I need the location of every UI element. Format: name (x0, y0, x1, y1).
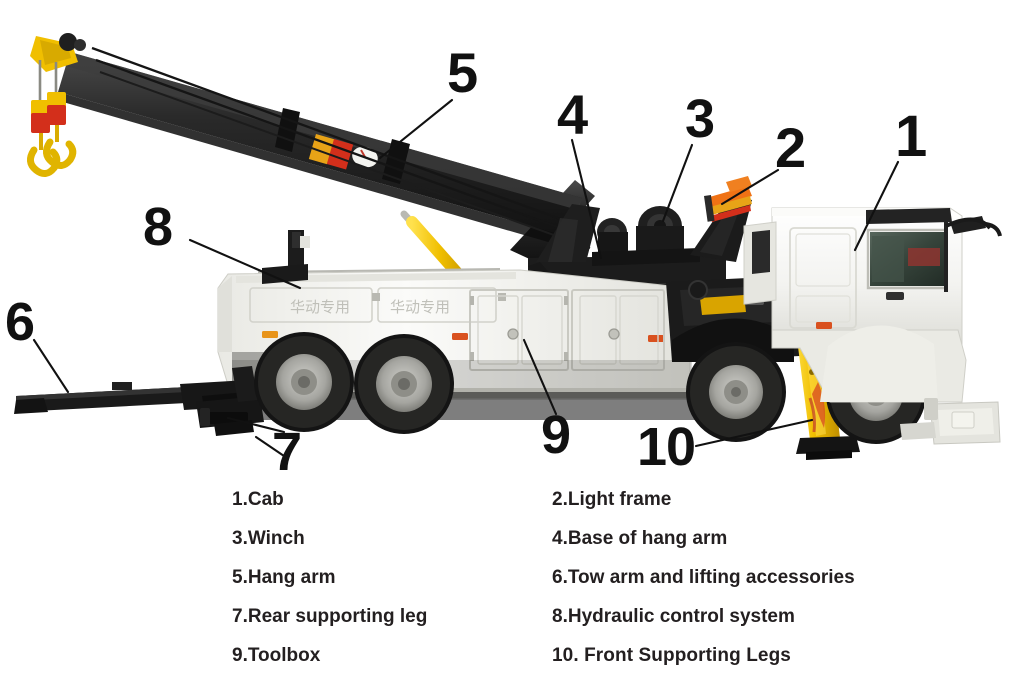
rear-wheels (254, 332, 454, 434)
legend-item-8: 8.Hydraulic control system (552, 606, 795, 627)
legend-item-3: 3.Winch (232, 528, 305, 549)
legend-column-right: 2.Light frame 4.Base of hang arm 6.Tow a… (552, 487, 855, 682)
toolbox-doors (469, 289, 665, 371)
callout-6: 6 (5, 292, 35, 352)
legend-item-6: 6.Tow arm and lifting accessories (552, 567, 855, 588)
leader-9 (522, 338, 558, 416)
leader-5 (378, 98, 454, 160)
legend-item-7: 7.Rear supporting leg (232, 606, 428, 627)
callout-5: 5 (447, 41, 478, 104)
legend-item-4: 4.Base of hang arm (552, 528, 728, 549)
truck-illustration: 华动专用 华动专用 (14, 33, 1002, 460)
lifting-hooks-assembly (27, 33, 86, 177)
legend-item-1: 1.Cab (232, 489, 284, 510)
svg-text:华动专用: 华动专用 (290, 298, 350, 316)
leader-lines (32, 98, 900, 458)
hydraulic-control-system (262, 230, 310, 284)
callout-9: 9 (541, 405, 571, 465)
leader-1 (853, 160, 900, 252)
callout-1: 1 (895, 104, 927, 169)
callout-3: 3 (685, 89, 715, 149)
callout-8: 8 (143, 197, 173, 257)
legend-item-5: 5.Hang arm (232, 567, 336, 588)
leader-2 (720, 168, 780, 206)
callout-4: 4 (557, 83, 588, 146)
callout-7: 7 (272, 422, 302, 482)
leader-4 (570, 138, 603, 260)
legend-item-2: 2.Light frame (552, 489, 672, 510)
legend-item-10: 10. Front Supporting Legs (552, 645, 791, 666)
legend: 1.Cab 3.Winch 5.Hang arm 7.Rear supporti… (0, 487, 1024, 697)
hang-arm-boom (56, 46, 595, 262)
svg-text:华动专用: 华动专用 (390, 298, 450, 316)
leader-7a (226, 416, 286, 434)
leader-6 (32, 338, 70, 394)
cab (743, 207, 1002, 445)
rear-supporting-leg (196, 366, 264, 436)
callout-2: 2 (775, 116, 806, 179)
legend-item-9: 9.Toolbox (232, 645, 321, 666)
leader-8 (188, 238, 302, 290)
leader-10 (694, 418, 814, 448)
leader-7b (254, 435, 286, 458)
light-frame-beacon (704, 176, 752, 222)
legend-column-left: 1.Cab 3.Winch 5.Hang arm 7.Rear supporti… (232, 487, 427, 682)
leader-3 (661, 143, 694, 223)
callout-10: 10 (637, 417, 696, 477)
